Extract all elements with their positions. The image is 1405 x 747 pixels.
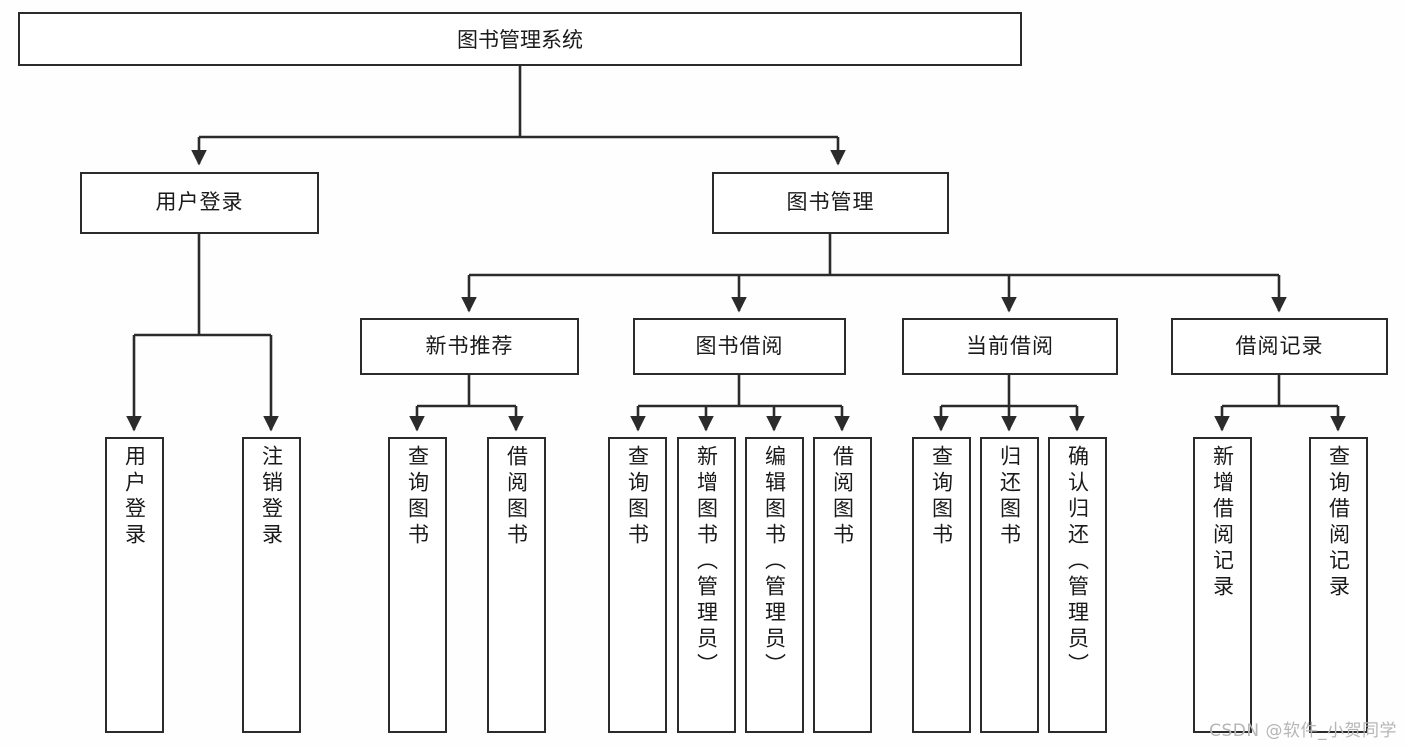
node-label: 归还图书 (997, 445, 1022, 549)
node-root-system[interactable]: 图书管理系统 (18, 12, 1022, 66)
leaf-current-query-book[interactable]: 查询图书 (912, 437, 971, 733)
leaf-borrow-edit-book-admin[interactable]: 编辑图书（管理员） (745, 437, 804, 733)
leaf-new-book-borrow[interactable]: 借阅图书 (487, 437, 546, 733)
leaf-borrow-borrow-book[interactable]: 借阅图书 (813, 437, 872, 733)
node-user-login[interactable]: 用户登录 (80, 172, 319, 234)
node-current-borrow[interactable]: 当前借阅 (902, 318, 1118, 375)
leaf-current-return-book[interactable]: 归还图书 (980, 437, 1039, 733)
node-label: 新增图书（管理员） (694, 445, 719, 679)
leaf-records-add-record[interactable]: 新增借阅记录 (1193, 437, 1252, 733)
node-label: 查询借阅记录 (1326, 445, 1351, 601)
node-label: 借阅记录 (1235, 333, 1324, 358)
node-label: 确认归还（管理员） (1065, 445, 1090, 679)
node-label: 图书管理 (786, 190, 875, 215)
leaf-records-query-record[interactable]: 查询借阅记录 (1309, 437, 1368, 733)
node-label: 图书管理系统 (457, 28, 583, 52)
watermark-text: CSDN @软件_小贺同学 (1209, 721, 1397, 741)
node-label: 借阅图书 (504, 445, 529, 549)
node-label: 查询图书 (625, 445, 650, 549)
leaf-user-login-signin[interactable]: 用户登录 (105, 437, 164, 733)
node-book-management[interactable]: 图书管理 (712, 172, 949, 234)
leaf-current-confirm-return-admin[interactable]: 确认归还（管理员） (1048, 437, 1107, 733)
node-new-book-recommend[interactable]: 新书推荐 (360, 318, 579, 375)
node-label: 注销登录 (259, 445, 284, 549)
node-borrow-records[interactable]: 借阅记录 (1171, 318, 1388, 375)
node-label: 新书推荐 (425, 333, 514, 358)
leaf-user-login-signout[interactable]: 注销登录 (242, 437, 301, 733)
node-label: 用户登录 (122, 445, 147, 549)
node-label: 查询图书 (405, 445, 430, 549)
node-label: 用户登录 (155, 190, 244, 215)
node-label: 当前借阅 (966, 333, 1054, 358)
leaf-new-book-query[interactable]: 查询图书 (388, 437, 447, 733)
leaf-borrow-add-book-admin[interactable]: 新增图书（管理员） (677, 437, 736, 733)
node-label: 查询图书 (929, 445, 954, 549)
node-label: 新增借阅记录 (1210, 445, 1235, 601)
node-book-borrow[interactable]: 图书借阅 (633, 318, 846, 375)
node-label: 编辑图书（管理员） (762, 445, 787, 679)
node-label: 借阅图书 (830, 445, 855, 549)
leaf-borrow-query-book[interactable]: 查询图书 (608, 437, 667, 733)
node-label: 图书借阅 (695, 333, 784, 358)
